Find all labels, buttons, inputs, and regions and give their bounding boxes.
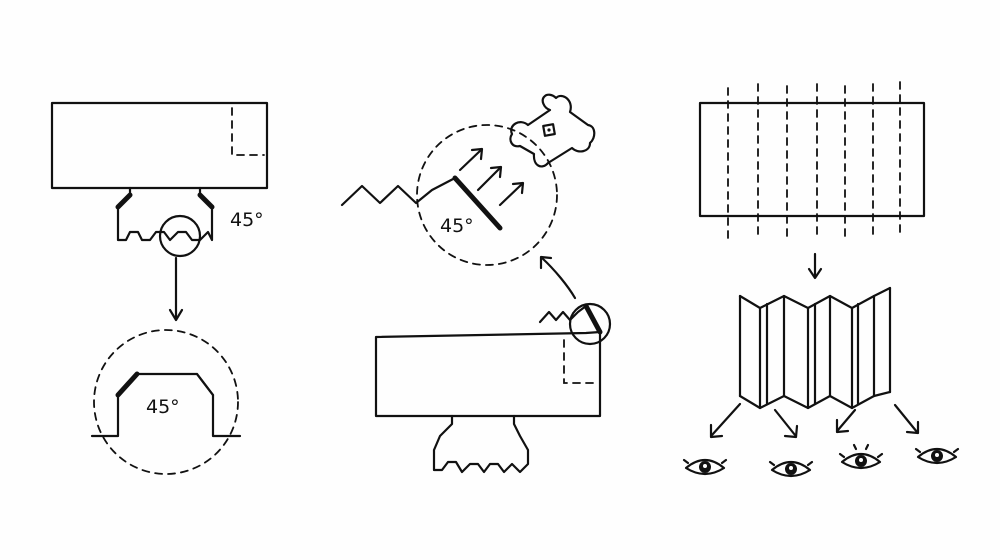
folded-top-edge: [738, 286, 892, 310]
left-angle-label-top: 45°: [230, 209, 264, 231]
folded-bottom-edge: [738, 390, 892, 410]
middle-up-arrow-shaft: [540, 256, 577, 300]
middle-base-piece: [432, 414, 530, 474]
left-chamfer-right: [197, 192, 215, 210]
view-arrow-2-head: [783, 424, 799, 439]
light-source-mark-square: [542, 123, 556, 137]
middle-light-arrows: [458, 147, 525, 207]
arrow-1-head: [470, 147, 484, 161]
middle-zigzag: [340, 176, 457, 207]
arrow-3-shaft: [498, 182, 524, 207]
middle-chamfer-edge: [452, 175, 503, 231]
view-arrow-1-shaft: [710, 402, 742, 437]
folded-sheet: [738, 286, 892, 410]
view-arrow-3-shaft: [836, 408, 857, 432]
middle-main-box: [374, 330, 602, 418]
view-arrow-2-shaft: [773, 408, 797, 437]
light-source-object: [509, 93, 596, 168]
view-arrow-4-shaft: [893, 403, 919, 434]
light-source-mark-dot: [547, 128, 551, 132]
middle-detail-circle: [416, 124, 558, 266]
view-arrow-3-head: [835, 418, 850, 434]
right-arrow-down-head: [807, 267, 823, 280]
arrow-1-shaft: [458, 148, 483, 172]
view-arrow-1-head: [709, 423, 724, 439]
left-panel: 45° 45°: [50, 101, 269, 475]
left-fold-line: [231, 107, 265, 156]
left-main-box: [50, 101, 269, 190]
left-angle-label-detail: 45°: [146, 396, 180, 418]
middle-angle-label: 45°: [440, 215, 474, 237]
left-detail-circle: [93, 329, 239, 475]
left-detail-chamfer-left: [115, 371, 140, 398]
right-panel: [682, 81, 960, 478]
eye-icon-4: [914, 447, 960, 465]
fold-lines: [727, 81, 901, 239]
middle-up-arrow-head: [539, 255, 553, 270]
left-detail-chamfer-right: [195, 372, 215, 397]
arrow-3-head: [511, 181, 525, 195]
arrow-2-head: [489, 165, 503, 179]
middle-small-zigzag: [538, 304, 588, 324]
left-chamfer-left: [115, 192, 133, 210]
view-arrow-4-head: [905, 420, 920, 435]
flat-sheet: [698, 101, 926, 218]
left-detail-profile: [90, 372, 242, 438]
eye-icon-3: [838, 443, 884, 470]
left-arrow-head: [168, 308, 184, 322]
eye-icon-1: [682, 458, 728, 476]
middle-panel: 45°: [340, 93, 612, 474]
middle-fold-line: [563, 339, 599, 384]
eye-icon-2: [768, 460, 814, 478]
left-base-piece: [116, 186, 214, 242]
view-arrows: [709, 402, 920, 439]
middle-small-chamfer: [583, 303, 603, 335]
left-detail-circle-small: [158, 214, 202, 258]
arrow-2-shaft: [476, 166, 502, 192]
middle-small-circle: [568, 302, 612, 346]
